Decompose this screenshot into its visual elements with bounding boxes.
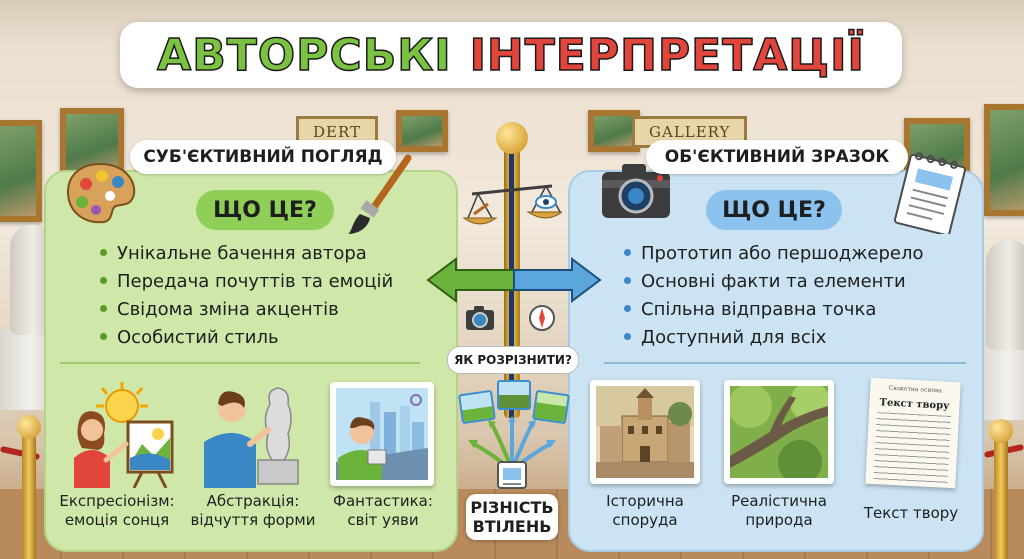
expressionism-illustration — [74, 382, 174, 488]
objective-panel — [568, 170, 984, 552]
nature-photo — [724, 380, 834, 484]
card-label-line: відчуття форми — [190, 511, 316, 529]
abstraction-illustration — [204, 387, 299, 488]
bullet-dot — [624, 248, 631, 256]
statue-right — [986, 240, 1024, 350]
fantasy-city-illustration — [336, 388, 428, 480]
card-label-line: природа — [745, 511, 813, 529]
card-label-line: Реалістична — [731, 492, 827, 510]
difference-line2: ВТІЛЕНЬ — [472, 517, 552, 536]
scales-icon — [462, 184, 562, 225]
paintbrush-icon — [348, 154, 412, 234]
original-source-icon — [497, 461, 527, 489]
fantasy-label: Фантастика: світ уяви — [318, 492, 448, 530]
list-item: Особистий стиль — [100, 324, 393, 352]
difference-line1: РІЗНІСТЬ — [470, 498, 554, 517]
bullet-dot — [100, 332, 107, 340]
objective-question-pill: ЩО ЦЕ? — [706, 190, 842, 230]
list-item: Доступний для всіх — [624, 324, 924, 352]
bullet-dot — [100, 304, 107, 312]
objective-heading: ОБ'ЄКТИВНИЙ ЗРАЗОК — [646, 140, 908, 174]
card-label-line: Експресіонізм: — [59, 492, 175, 510]
notepad-icon — [894, 152, 966, 234]
title-right-word: ІНТЕРПРЕТАЦІЇ — [469, 29, 865, 82]
embodiment-difference-box: РІЗНІСТЬ ВТІЛЕНЬ — [466, 494, 558, 540]
title-left-word: АВТОРСЬКІ — [156, 29, 452, 82]
compass-icon — [529, 305, 555, 331]
bullet-dot — [624, 332, 631, 340]
card-label-line: емоція сонця — [64, 511, 170, 529]
bullet-dot — [624, 304, 631, 312]
historic-building-illustration — [596, 386, 694, 478]
bullet-text: Особистий стиль — [117, 327, 279, 348]
bullet-dot — [100, 276, 107, 284]
document-title: Текст твору — [879, 397, 950, 412]
historic-building-photo — [590, 380, 700, 484]
card-label-line: Абстракція: — [206, 492, 300, 510]
list-item: Передача почуттів та емоцій — [100, 268, 393, 296]
palette-icon — [66, 162, 136, 224]
camera-icon — [602, 164, 670, 218]
rope-post-right — [989, 419, 1013, 559]
painting-center-left — [396, 110, 448, 152]
pole-top-ball — [496, 122, 528, 154]
fantasy-picture — [330, 382, 434, 486]
list-item: Прототип або першоджерело — [624, 240, 924, 268]
bullet-text: Спільна відправна точка — [641, 299, 877, 320]
tree-branch-illustration — [728, 382, 830, 484]
list-item: Унікальне бачення автора — [100, 240, 393, 268]
rope-post-left — [17, 415, 41, 559]
list-item: Спільна відправна точка — [624, 296, 924, 324]
list-item: Свідома зміна акцентів — [100, 296, 393, 324]
how-to-distinguish-pill: ЯК РОЗРІЗНИТИ? — [447, 346, 579, 374]
arrow-right-icon — [513, 257, 602, 303]
mini-photo-center — [497, 380, 531, 410]
title-banner: АВТОРСЬКІ ІНТЕРПРЕТАЦІЇ — [120, 22, 902, 88]
pedestal-right — [978, 340, 1024, 420]
arrow-left-icon — [426, 257, 515, 303]
bullet-dot — [624, 276, 631, 284]
subjective-divider — [60, 362, 420, 364]
document-header: Сюжетна основа — [888, 384, 943, 395]
card-label-line: Історична — [606, 492, 684, 510]
painting-right-edge — [984, 104, 1024, 216]
painting-left-edge — [0, 120, 42, 222]
objective-divider — [604, 362, 966, 364]
card-label-line: світ уяви — [347, 511, 419, 529]
bullet-text: Доступний для всіх — [641, 327, 827, 348]
text-document-label: Текст твору — [863, 504, 959, 522]
objective-bullet-list: Прототип або першоджерело Основні факти … — [624, 240, 924, 352]
small-camera-icon — [466, 306, 494, 330]
bullet-text: Свідома зміна акцентів — [117, 299, 339, 320]
list-item: Основні факти та елементи — [624, 268, 924, 296]
expressionism-label: Експресіонізм: емоція сонця — [52, 492, 182, 530]
abstraction-label: Абстракція: відчуття форми — [188, 492, 318, 530]
text-document: Сюжетна основа Текст твору — [865, 377, 961, 489]
document-text-lines — [873, 412, 951, 486]
bullet-text: Основні факти та елементи — [641, 271, 906, 292]
card-label-line: споруда — [612, 511, 678, 529]
bullet-text: Прототип або першоджерело — [641, 243, 924, 264]
subjective-question-pill: ЩО ЦЕ? — [196, 190, 334, 230]
historic-building-label: Історична споруда — [580, 492, 710, 530]
bullet-text: Унікальне бачення автора — [117, 243, 367, 264]
nature-label: Реалістична природа — [714, 492, 844, 530]
card-label-line: Фантастика: — [333, 492, 433, 510]
subjective-heading: СУБ'ЄКТИВНИЙ ПОГЛЯД — [130, 140, 396, 174]
bullet-text: Передача почуттів та емоцій — [117, 271, 394, 292]
subjective-bullet-list: Унікальне бачення автора Передача почутт… — [100, 240, 393, 352]
bullet-dot — [100, 248, 107, 256]
